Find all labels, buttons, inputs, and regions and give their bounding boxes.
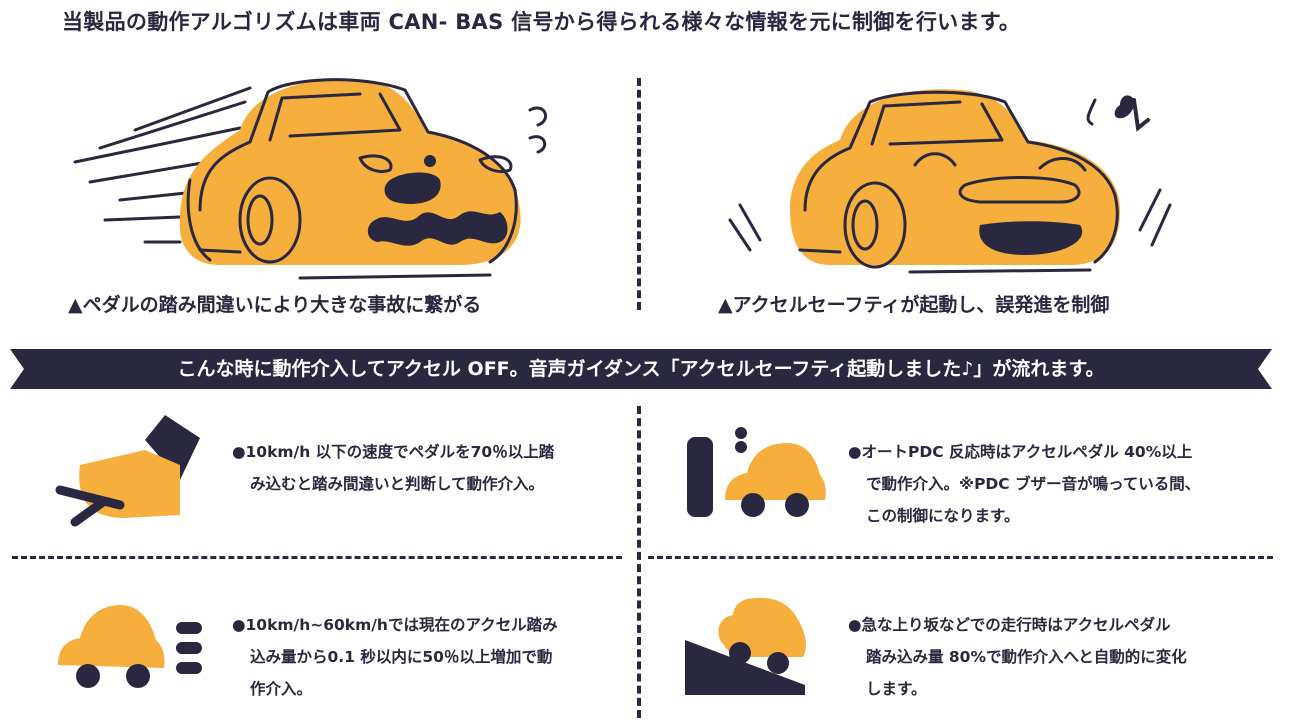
upper-divider xyxy=(637,78,641,310)
car-speed-icon xyxy=(58,605,202,688)
car-obstacle-icon xyxy=(687,427,826,517)
condition-line: ●10km/h~60km/hでは現在のアクセル踏み xyxy=(232,616,558,634)
condition-line: み込むと踏み間違いと判断して動作介入。 xyxy=(250,475,545,493)
condition-line: 作介入。 xyxy=(250,680,313,698)
lower-divider-left xyxy=(12,556,622,559)
lower-divider-vertical xyxy=(637,406,641,718)
right-caption: ▲アクセルセーフティが起動し、誤発進を制御 xyxy=(718,294,1110,316)
condition-line: 込み量から0.1 秒以内に50％以上増加で動 xyxy=(250,648,553,666)
banner-text: こんな時に動作介入してアクセル OFF。音声ガイダンス「アクセルセーフティ起動し… xyxy=(177,358,1105,380)
condition-line: 踏み込み量 80%で動作介入へと自動的に変化 xyxy=(866,648,1187,666)
condition-line: ●オートPDC 反応時はアクセルペダル 40%以上 xyxy=(848,443,1193,461)
condition-line: ●10km/h 以下の速度でペダルを70％以上踏 xyxy=(232,443,555,461)
foot-pedal-icon xyxy=(55,415,200,527)
banner: こんな時に動作介入してアクセル OFF。音声ガイダンス「アクセルセーフティ起動し… xyxy=(10,349,1272,389)
left-caption: ▲ペダルの踏み間違いにより大きな事故に繋がる xyxy=(68,294,482,316)
angry-car-illustration xyxy=(73,78,548,280)
condition-low-speed: ●10km/h 以下の速度でペダルを70％以上踏 み込むと踏み間違いと判断して動… xyxy=(232,436,612,500)
condition-line: します。 xyxy=(866,680,927,698)
condition-line: ●急な上り坂などでの走行時はアクセルペダル xyxy=(848,616,1171,634)
condition-auto-pdc: ●オートPDC 反応時はアクセルペダル 40%以上 で動作介入。※PDC ブザー… xyxy=(848,436,1268,532)
banner-ribbon xyxy=(10,349,1272,389)
condition-uphill: ●急な上り坂などでの走行時はアクセルペダル 踏み込み量 80%で動作介入へと自動… xyxy=(848,609,1268,705)
happy-car-illustration xyxy=(728,89,1172,274)
condition-mid-speed: ●10km/h~60km/hでは現在のアクセル踏み 込み量から0.1 秒以内に5… xyxy=(232,609,612,705)
condition-line: この制御になります。 xyxy=(866,507,1020,525)
condition-line: で動作介入。※PDC ブザー音が鳴っている間、 xyxy=(866,475,1201,493)
page-headline: 当製品の動作アルゴリズムは車両 CAN- BAS 信号から得られる様々な情報を元… xyxy=(62,10,1021,34)
car-slope-icon xyxy=(685,597,806,695)
lower-divider-right xyxy=(648,556,1273,559)
